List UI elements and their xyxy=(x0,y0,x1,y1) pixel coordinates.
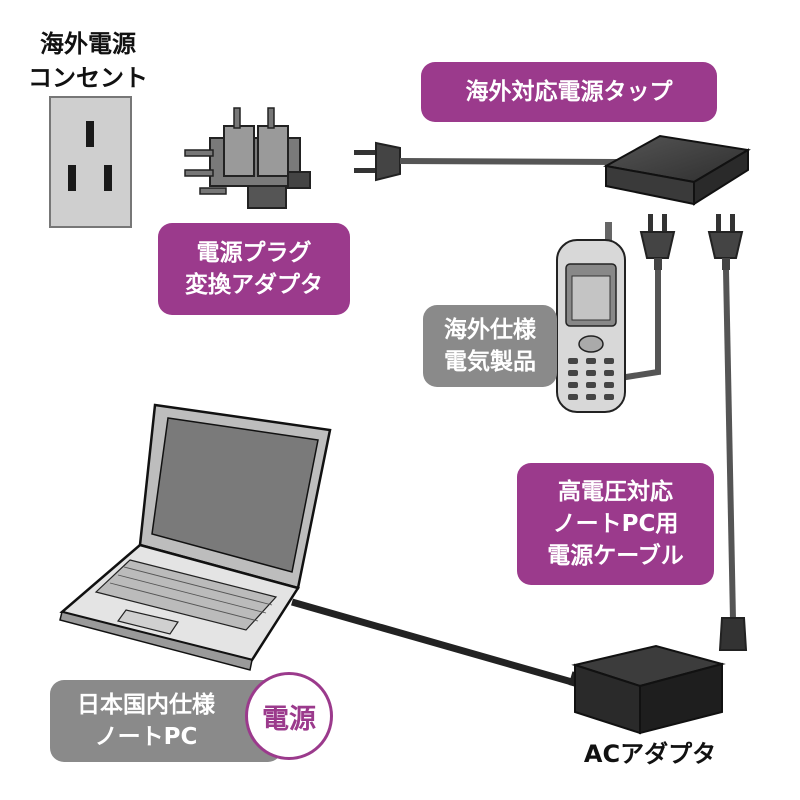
tap-plug-cord xyxy=(354,141,619,182)
outlet-label-line1: 海外電源 xyxy=(40,30,136,58)
power-tap-text: 海外対応電源タップ xyxy=(465,79,673,105)
overseas-device-line2: 電気製品 xyxy=(444,349,536,375)
cable-label-line3: 電源ケーブル xyxy=(547,543,684,569)
power-tap-label: 海外対応電源タップ xyxy=(421,62,717,122)
outlet-label: 海外電源 コンセント xyxy=(18,27,158,95)
phone-cord xyxy=(619,270,661,381)
plug-adapter-label: 電源プラグ 変換アダプタ xyxy=(158,223,350,315)
power-strip xyxy=(603,134,751,206)
mobile-phone xyxy=(556,222,626,413)
ac-adapter-block xyxy=(571,644,726,735)
laptop-label-line2: ノートPC xyxy=(94,724,198,750)
power-badge: 電源 xyxy=(245,672,333,760)
overseas-device-label: 海外仕様 電気製品 xyxy=(423,305,557,387)
laptop-label-line1: 日本国内仕様 xyxy=(77,692,215,718)
laptop-cable-cord xyxy=(723,269,736,621)
cable-label: 高電圧対応 ノートPC用 電源ケーブル xyxy=(517,463,714,585)
ac-adapter-text: ACアダプタ xyxy=(583,740,717,768)
cable-label-line1: 高電圧対応 xyxy=(558,479,673,505)
outlet-label-line2: コンセント xyxy=(28,64,148,92)
laptop xyxy=(59,403,332,671)
strip-plugs xyxy=(639,214,744,270)
laptop-label: 日本国内仕様 ノートPC xyxy=(50,680,282,762)
overseas-device-line1: 海外仕様 xyxy=(444,317,536,343)
ac-adapter-label: ACアダプタ xyxy=(560,737,740,771)
plug-adapter-line2: 変換アダプタ xyxy=(185,272,323,298)
wall-outlet xyxy=(49,96,132,228)
cable-label-line2: ノートPC用 xyxy=(552,511,679,537)
cable-end-plug xyxy=(718,617,748,651)
plug-adapter-line1: 電源プラグ xyxy=(196,240,312,266)
laptop-power-cable xyxy=(291,598,601,694)
plug-adapter xyxy=(184,107,311,209)
power-badge-text: 電源 xyxy=(262,703,316,735)
